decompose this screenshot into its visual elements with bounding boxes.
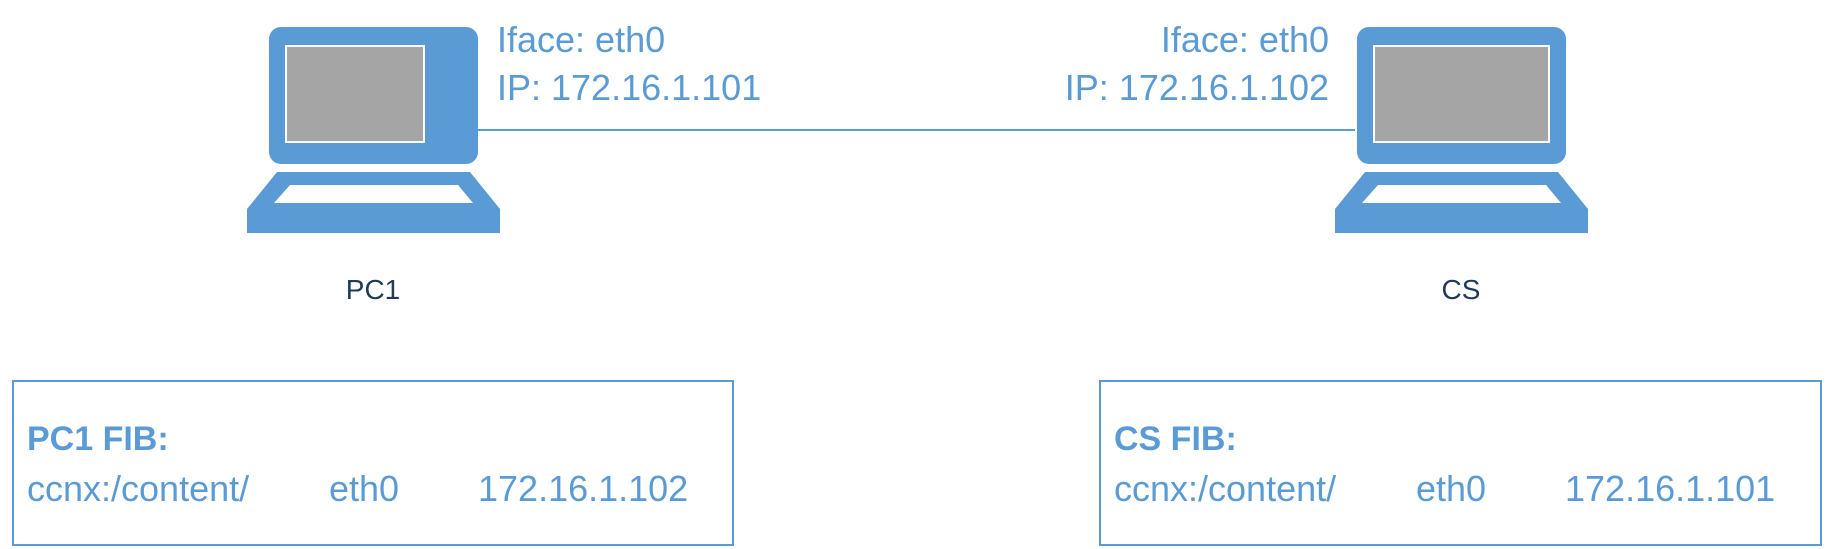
pc1-fib-title: PC1 FIB:: [27, 420, 169, 458]
cs-interface-info: Iface: eth0 IP: 172.16.1.102: [1065, 16, 1329, 112]
pc1-interface-info: Iface: eth0 IP: 172.16.1.101: [497, 16, 761, 112]
cs-node-label: CS: [1441, 274, 1481, 305]
cs-ip-label: IP: 172.16.1.102: [1064, 67, 1329, 108]
cs-laptop-icon[interactable]: [1335, 27, 1588, 233]
cs-iface-label: Iface: eth0: [1160, 19, 1329, 60]
pc1-node-label: PC1: [345, 274, 401, 305]
pc1-fib-table: PC1 FIB: ccnx:/content/ eth0 172.16.1.10…: [12, 380, 734, 546]
cs-fib-title: CS FIB:: [1114, 420, 1237, 458]
pc1-laptop-icon[interactable]: [247, 27, 500, 233]
pc1-ip-label: IP: 172.16.1.101: [497, 67, 762, 108]
pc1-fib-next-hop: 172.16.1.102: [478, 468, 689, 509]
cs-fib-prefix: ccnx:/content/: [1114, 468, 1337, 509]
cs-fib-next-hop: 172.16.1.101: [1565, 468, 1776, 509]
pc1-fib-iface: eth0: [329, 468, 400, 509]
pc1-iface-label: Iface: eth0: [497, 19, 666, 60]
cs-fib-table: CS FIB: ccnx:/content/ eth0 172.16.1.101: [1099, 380, 1822, 546]
pc1-fib-prefix: ccnx:/content/: [27, 468, 250, 509]
cs-fib-iface: eth0: [1416, 468, 1487, 509]
